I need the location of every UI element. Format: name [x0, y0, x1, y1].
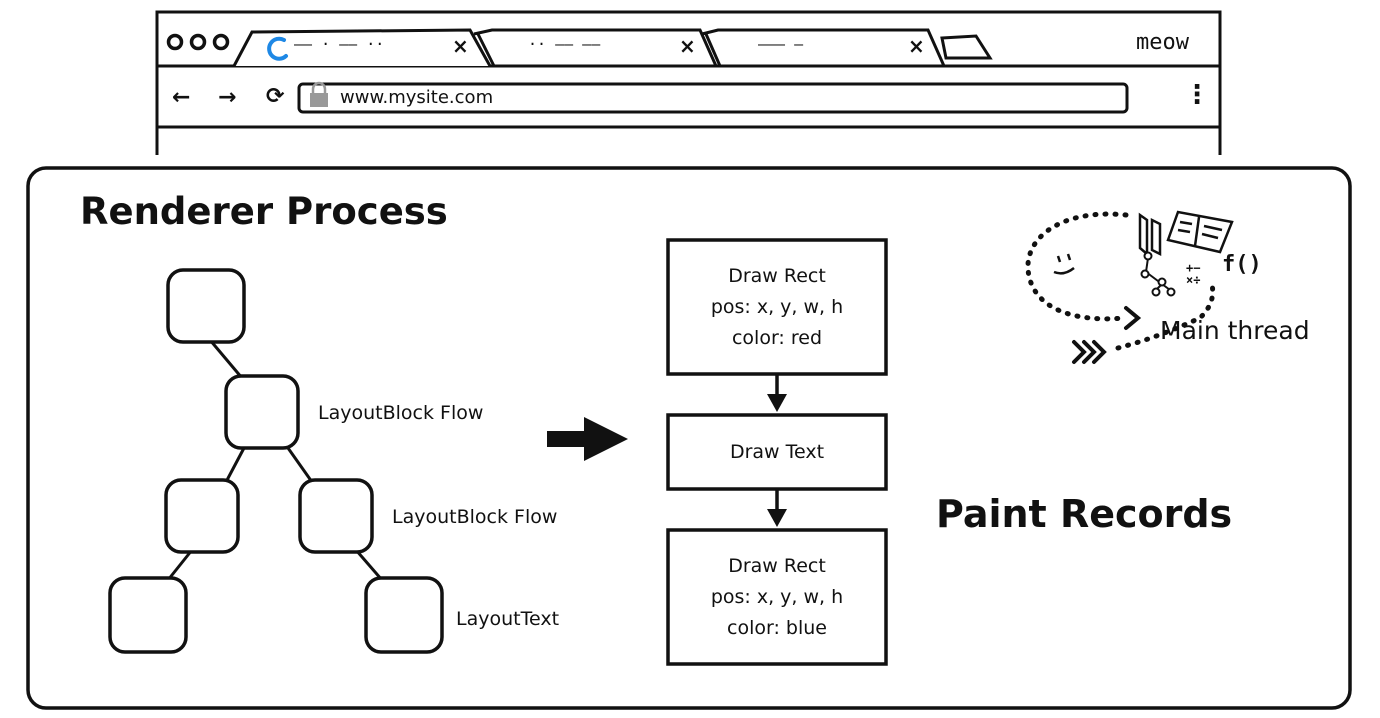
url-text[interactable]: www.mysite.com	[340, 87, 494, 108]
loop-arrowhead-icon	[1124, 306, 1142, 330]
main-thread-illustration	[1025, 210, 1234, 364]
tab-2-title: ·· —— ——	[528, 35, 601, 53]
tab-1-close-icon[interactable]: ×	[452, 34, 469, 58]
layout-node-block-flow-2	[298, 478, 374, 554]
open-book-icon	[1166, 210, 1234, 254]
paint-record-3-box	[666, 528, 888, 666]
transform-arrow-icon	[547, 417, 628, 461]
window-controls[interactable]	[166, 33, 230, 51]
tab-1-title: —— · —— ··	[294, 35, 385, 53]
new-tab-button[interactable]	[940, 34, 993, 60]
paint-record-arrows	[767, 374, 787, 527]
paint-record-2-box	[666, 413, 888, 491]
browser-window-frame	[155, 10, 1222, 155]
tab-1[interactable]	[232, 28, 492, 67]
reload-icon[interactable]: ⟳	[266, 84, 285, 109]
browser-brand-label: meow	[1136, 30, 1189, 55]
layout-block-flow-label-2: LayoutBlock Flow	[392, 506, 558, 528]
layout-tree-edges	[166, 339, 384, 581]
smiley-face-icon	[1053, 253, 1075, 275]
layout-node-root	[166, 268, 246, 344]
paint-record-1-text: Draw Rect pos: x, y, w, h color: red	[668, 240, 886, 374]
lock-icon	[310, 81, 328, 107]
layout-tree	[108, 268, 444, 654]
tab-3-title: ——— —	[758, 35, 804, 53]
dotted-loop-path	[1025, 211, 1129, 322]
loading-spinner-icon	[267, 36, 288, 61]
paint-record-1-op: Draw Rect	[728, 264, 826, 287]
forward-arrow-icon[interactable]: →	[218, 85, 237, 110]
paint-record-1-box	[666, 238, 888, 376]
paint-record-1-pos: pos: x, y, w, h	[710, 295, 844, 318]
paint-record-3-op: Draw Rect	[728, 554, 826, 577]
window-minimize-dot[interactable]	[189, 33, 207, 51]
function-symbol-icon: f()	[1222, 252, 1262, 277]
paint-record-3-text: Draw Rect pos: x, y, w, h color: blue	[668, 530, 886, 664]
address-bar[interactable]	[297, 82, 1129, 114]
tab-3[interactable]	[701, 28, 946, 67]
window-maximize-dot[interactable]	[212, 33, 230, 51]
math-symbols-icon: +− ×÷	[1186, 261, 1201, 287]
paint-record-1-color: color: red	[731, 326, 823, 349]
paint-record-3-pos: pos: x, y, w, h	[710, 585, 844, 608]
browser-menu-icon[interactable]: ⋮	[1184, 80, 1210, 110]
layout-node-block-flow-1	[224, 374, 300, 450]
paint-records-stack	[666, 238, 888, 666]
layout-node-text	[364, 576, 444, 654]
paint-record-2-text: Draw Text	[668, 415, 886, 489]
main-thread-label: Main thread	[1160, 316, 1310, 345]
node-graph-icon	[1140, 251, 1176, 297]
window-close-dot[interactable]	[166, 33, 184, 51]
layout-block-flow-label-1: LayoutBlock Flow	[318, 402, 484, 424]
layout-node-left-child	[164, 478, 240, 554]
paint-records-title: Paint Records	[936, 492, 1233, 536]
paint-record-3-color: color: blue	[727, 616, 827, 639]
tab-2[interactable]	[473, 28, 718, 67]
paint-record-2-op: Draw Text	[729, 440, 825, 463]
tab-3-close-icon[interactable]: ×	[908, 34, 925, 58]
layout-node-left-leaf	[108, 576, 188, 654]
layout-text-label: LayoutText	[456, 608, 560, 630]
back-arrow-icon[interactable]: ←	[172, 85, 191, 110]
fast-forward-chevrons-icon	[1072, 340, 1107, 364]
thread-tail-path	[1115, 281, 1216, 351]
renderer-process-title: Renderer Process	[80, 190, 448, 233]
tab-2-close-icon[interactable]: ×	[679, 34, 696, 58]
